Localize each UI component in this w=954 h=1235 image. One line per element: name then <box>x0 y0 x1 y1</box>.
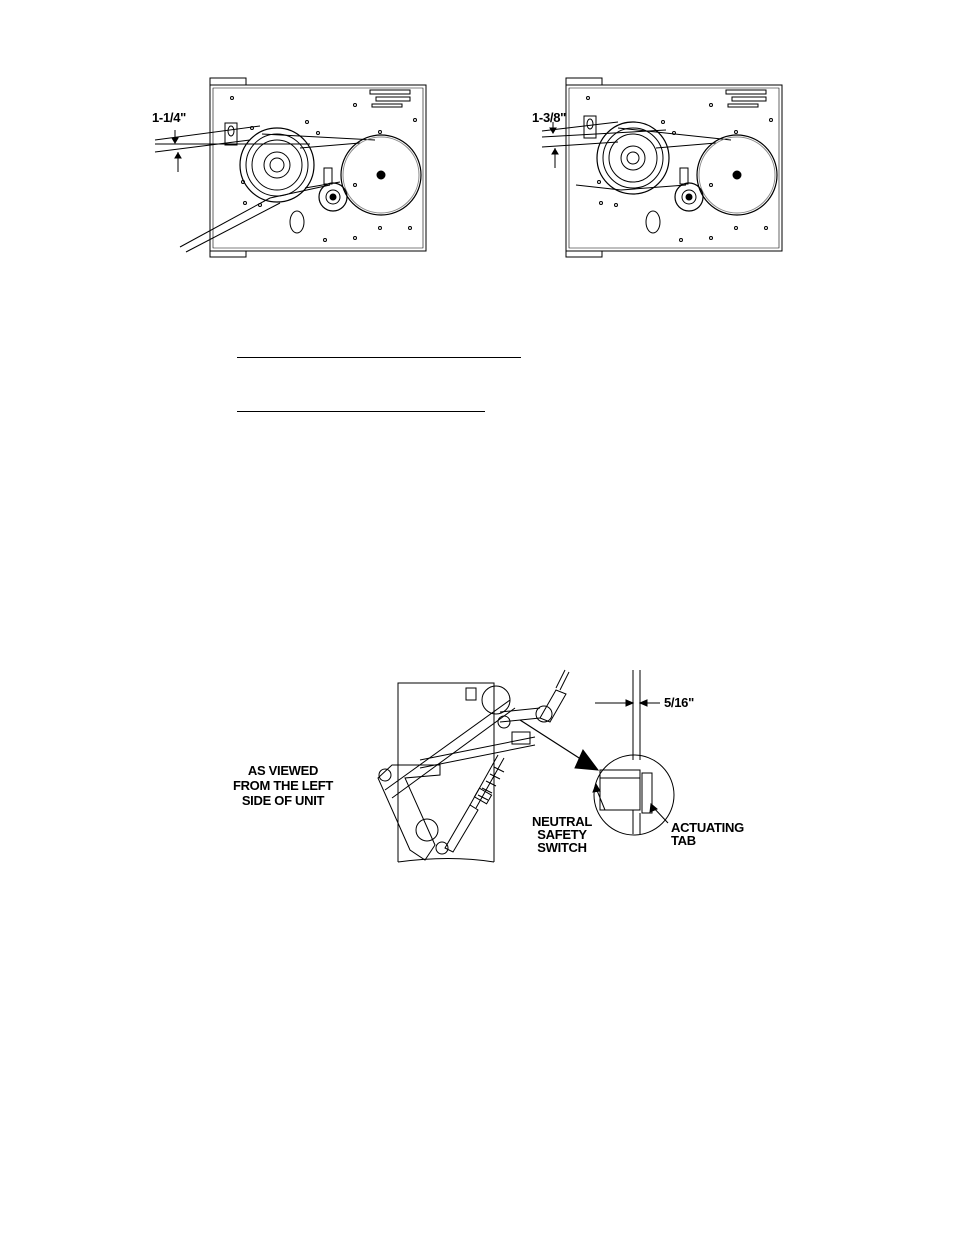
view-note-line-2: FROM THE LEFT <box>232 778 334 793</box>
tab-label-line-1: ACTUATING <box>671 820 744 835</box>
view-note-line-3: SIDE OF UNIT <box>241 793 325 808</box>
switch-label-line-3: SWITCH <box>537 840 587 855</box>
switch-label-line-1: NEUTRAL <box>531 814 592 829</box>
heading-underline-1 <box>237 357 521 358</box>
gap-dimension-label: 5/16" <box>664 695 694 710</box>
belt-drive-drawing-right <box>0 0 954 300</box>
belt-drive-drawing-left <box>0 0 954 300</box>
dimension-label-left: 1-1/4" <box>152 110 186 125</box>
actuating-tab-label: ACTUATING TAB <box>671 821 744 847</box>
linkage-drawing <box>0 0 954 900</box>
dimension-label-right: 1-3/8" <box>532 110 566 125</box>
switch-label-line-2: SAFETY <box>537 827 587 842</box>
neutral-safety-switch-label: NEUTRAL SAFETY SWITCH <box>525 815 599 854</box>
view-note-line-1: AS VIEWED <box>247 763 319 778</box>
tab-label-line-2: TAB <box>671 833 696 848</box>
heading-underline-2 <box>237 411 485 412</box>
view-note: AS VIEWED FROM THE LEFT SIDE OF UNIT <box>224 763 342 808</box>
